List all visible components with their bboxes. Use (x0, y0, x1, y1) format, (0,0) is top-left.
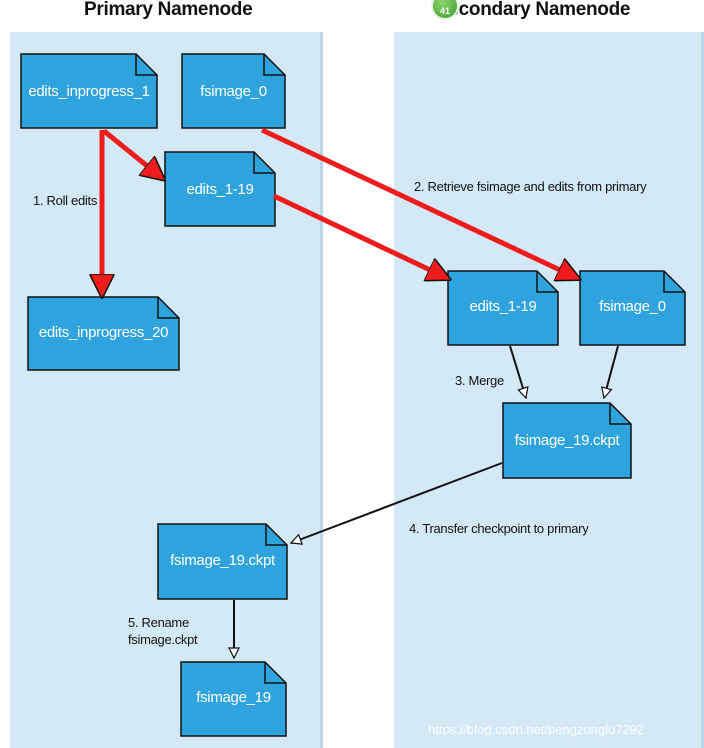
file-label: fsimage_0 (599, 298, 666, 315)
file-label: fsimage_19 (196, 689, 271, 706)
watermark: https://blog.csdn.net/pengzonglu7292 (428, 722, 645, 737)
arrow-retrieve-fsimage (260, 127, 577, 278)
file-edits-inprogress-20: edits_inprogress_20 (27, 296, 180, 371)
file-label: fsimage_19.ckpt (170, 552, 275, 569)
file-fsimage-19-ckpt-primary: fsimage_19.ckpt (157, 523, 288, 600)
arrow-roll-to-edits (102, 129, 162, 178)
file-label: edits_1-19 (186, 181, 254, 198)
file-fsimage-19-ckpt-secondary: fsimage_19.ckpt (502, 402, 632, 479)
step-rename-line2: fsimage.ckpt (128, 632, 198, 647)
file-label: edits_inprogress_20 (38, 324, 169, 341)
file-label: edits_inprogress_1 (28, 83, 150, 100)
step-roll-edits: 1. Roll edits (33, 193, 98, 208)
step-retrieve: 2. Retrieve fsimage and edits from prima… (414, 179, 647, 194)
step-merge: 3. Merge (455, 373, 504, 388)
file-fsimage-0-secondary: fsimage_0 (579, 270, 686, 346)
secondary-namenode-panel (394, 32, 704, 748)
file-label: edits_1-19 (469, 298, 537, 315)
count-badge: 41 (431, 0, 459, 20)
step-rename-line1: 5. Rename (128, 615, 189, 630)
secondary-namenode-title: Secondary Namenode (436, 0, 631, 20)
arrow-retrieve-edits (272, 193, 447, 278)
file-edits-inprogress-1: edits_inprogress_1 (20, 53, 158, 129)
file-fsimage-19: fsimage_19 (180, 661, 287, 737)
file-label: fsimage_19.ckpt (514, 432, 620, 449)
arrow-transfer (291, 462, 503, 543)
primary-namenode-title: Primary Namenode (84, 0, 253, 20)
file-fsimage-0-primary: fsimage_0 (181, 53, 286, 129)
arrow-merge-edits (509, 345, 526, 398)
step-transfer: 4. Transfer checkpoint to primary (409, 521, 589, 536)
file-label: fsimage_0 (200, 83, 267, 100)
file-edits-1-19-secondary: edits_1-19 (447, 270, 559, 346)
file-edits-1-19-primary: edits_1-19 (164, 151, 276, 227)
arrow-merge-fsimage (604, 345, 619, 398)
